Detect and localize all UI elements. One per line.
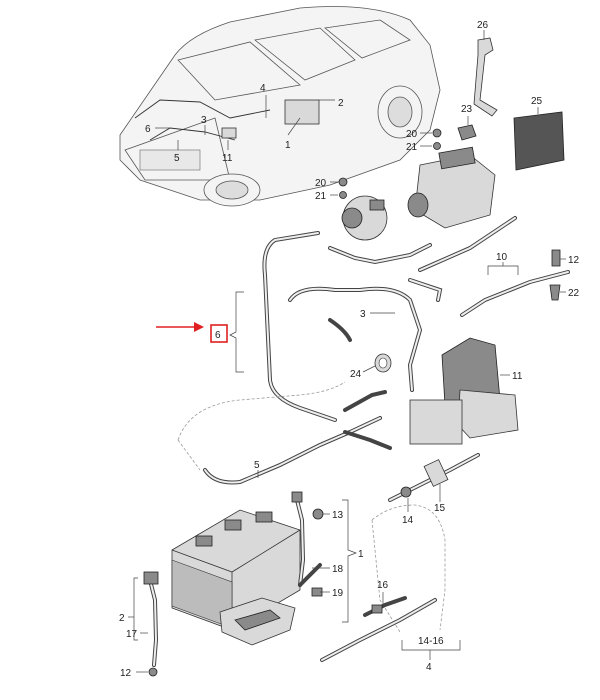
callout-12-bottom: 12 [120,668,132,679]
callout-3: 3 [360,309,366,320]
callout-16: 16 [377,580,389,591]
callout-5: 5 [254,460,260,471]
callout-4-car: 4 [260,83,266,94]
callout-18: 18 [332,564,344,575]
callout-25: 25 [531,96,543,107]
callout-20-top: 20 [406,129,418,140]
callout-21-mid: 21 [315,191,327,202]
callout-14: 14 [402,515,414,526]
starter-motor [407,146,496,229]
callout-3-car: 3 [201,115,207,126]
callout-2: 2 [119,613,125,624]
callout-23: 23 [461,104,473,115]
callout-5-car: 5 [174,153,180,164]
ground-strap-left [128,571,159,677]
clip-23 [457,116,477,141]
callout-21-top: 21 [406,142,418,153]
callout-24: 24 [350,369,362,380]
vehicle-callout-leaders [155,95,335,150]
callout-14-16: 14-16 [418,636,444,647]
callout-2-car: 2 [338,98,344,109]
callout-4: 4 [426,662,432,673]
callout-6-car: 6 [145,124,151,135]
nut-set-middle [330,177,348,199]
bracket-26 [473,30,498,117]
callout-20-mid: 20 [315,178,327,189]
highlight-arrow [156,322,228,343]
vehicle-illustration [119,6,441,207]
bracket-10 [487,262,519,275]
bracket-6 [229,291,244,373]
battery-tray [219,597,296,646]
callout-6: 6 [215,330,221,341]
callout-10: 10 [496,252,508,263]
bolt-set-right [549,249,566,301]
callout-labels: 1 2 3 4 5 6 11 26 23 25 20 21 20 21 12 1… [119,20,580,679]
callout-11: 11 [512,371,523,382]
callout-19: 19 [332,588,344,599]
terminal-14-15 [388,453,480,512]
callout-22: 22 [568,288,580,299]
callout-15: 15 [434,503,446,514]
gasket-plate-25 [513,107,565,171]
battery-cable-group [291,491,357,623]
cable-4 [320,592,461,662]
fuse-box-11 [409,337,519,445]
callout-11-car: 11 [222,153,233,164]
alternator [341,195,388,241]
callout-1-car: 1 [285,140,291,151]
callout-12-top: 12 [568,255,580,266]
callout-17: 17 [126,629,138,640]
nut-set-top [420,128,442,150]
cable-harness [203,216,570,485]
callout-26: 26 [477,20,489,31]
callout-13: 13 [332,510,344,521]
callout-1: 1 [358,549,364,560]
grommet-24 [362,353,392,373]
